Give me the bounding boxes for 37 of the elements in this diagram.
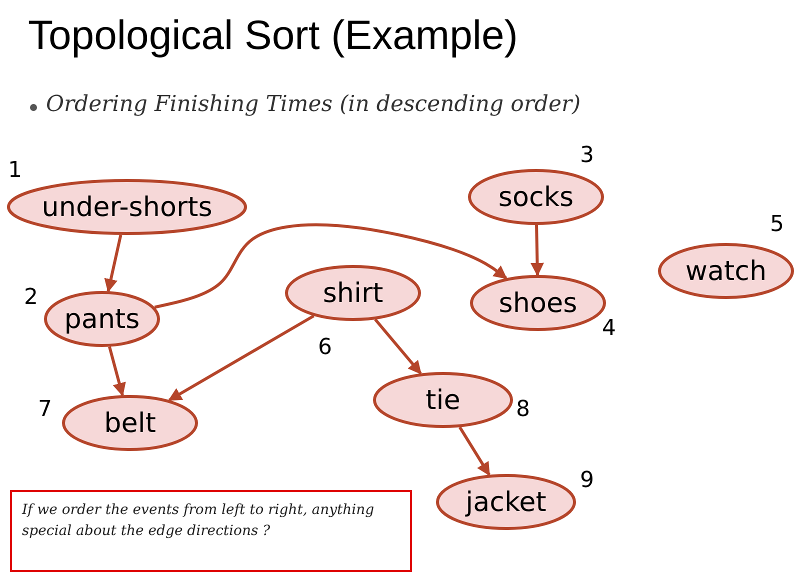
node-ellipse bbox=[373, 372, 513, 428]
note-box bbox=[10, 490, 412, 572]
order-number: 3 bbox=[580, 143, 594, 168]
arrow bbox=[374, 318, 422, 374]
node-ellipse bbox=[285, 265, 421, 321]
order-number: 8 bbox=[516, 397, 530, 422]
arrow bbox=[154, 223, 508, 309]
order-number: 6 bbox=[318, 335, 332, 360]
node-label: watch bbox=[685, 256, 767, 286]
arrow bbox=[108, 346, 126, 396]
node-label: under-shorts bbox=[42, 192, 212, 222]
order-number: 7 bbox=[38, 397, 52, 422]
order-number: 1 bbox=[8, 158, 22, 183]
order-number: 9 bbox=[580, 468, 594, 493]
node-label: shoes bbox=[498, 288, 578, 318]
node-label: belt bbox=[104, 408, 156, 438]
arrow bbox=[168, 314, 315, 402]
node-ellipse bbox=[62, 395, 198, 451]
node-label: pants bbox=[64, 304, 140, 334]
arrow bbox=[458, 426, 490, 476]
order-number: 4 bbox=[602, 316, 616, 341]
node-ellipse bbox=[7, 179, 247, 235]
slide-title: Topological Sort (Example) bbox=[28, 12, 518, 59]
order-number: 2 bbox=[24, 285, 38, 310]
node-label: jacket bbox=[466, 486, 546, 518]
node-label: socks bbox=[498, 182, 574, 212]
arrow bbox=[104, 234, 122, 292]
node-label: shirt bbox=[322, 278, 384, 308]
order-number: 5 bbox=[770, 212, 784, 237]
node-ellipse bbox=[658, 243, 794, 299]
arrow bbox=[530, 224, 544, 276]
node-ellipse bbox=[468, 169, 604, 225]
bullet-text: Ordering Finishing Times (in descending order) bbox=[46, 92, 581, 117]
note-text: If we order the events from left to right, anything special about the edge directions ? bbox=[22, 501, 376, 541]
node-ellipse bbox=[436, 474, 576, 530]
node-label: tie bbox=[426, 384, 460, 416]
node-ellipse bbox=[44, 291, 160, 347]
